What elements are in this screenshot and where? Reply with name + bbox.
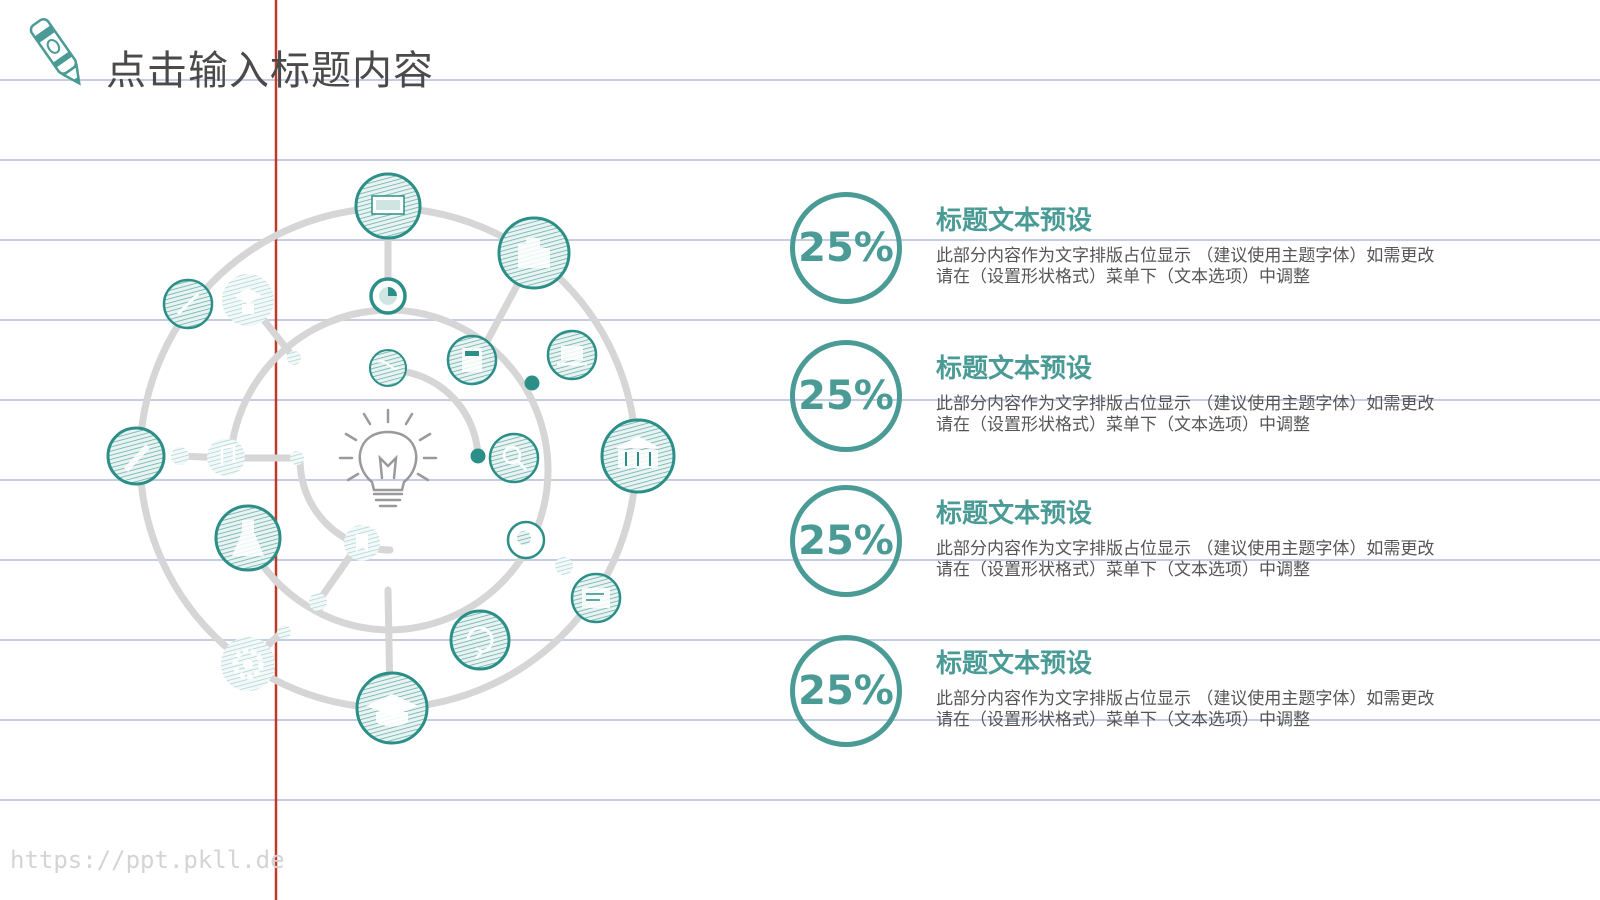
list-item: 25% 标题文本预设 此部分内容作为文字排版占位显示 （建议使用主题字体）如需更… [790,635,1570,755]
graduate-icon[interactable] [222,274,274,326]
bank-icon[interactable] [600,418,676,494]
laptop-icon[interactable] [546,329,598,381]
percent-circle: 25% [790,635,902,747]
bookmark-icon[interactable] [344,525,380,561]
calculator-icon[interactable] [446,334,498,386]
flask-icon[interactable] [214,504,282,572]
magnifier-icon[interactable] [488,432,540,484]
music-icon[interactable] [207,438,245,476]
node-dots [171,351,573,639]
item-body[interactable]: 此部分内容作为文字排版占位显示 （建议使用主题字体）如需更改请在（设置形状格式）… [936,539,1435,580]
pen-icon[interactable] [106,426,166,486]
item-heading[interactable]: 标题文本预设 [936,354,1093,384]
item-heading[interactable]: 标题文本预设 [936,206,1093,236]
item-body[interactable]: 此部分内容作为文字排版占位显示 （建议使用主题字体）如需更改请在（设置形状格式）… [936,394,1435,435]
certificate-icon[interactable] [570,572,622,624]
page-title[interactable]: 点击输入标题内容 [106,48,434,94]
percent-circle: 25% [790,340,902,452]
item-heading[interactable]: 标题文本预设 [936,649,1093,679]
percent-circle: 25% [790,485,902,597]
list-item: 25% 标题文本预设 此部分内容作为文字排版占位显示 （建议使用主题字体）如需更… [790,485,1570,605]
list-item: 25% 标题文本预设 此部分内容作为文字排版占位显示 （建议使用主题字体）如需更… [790,340,1570,460]
crayon-icon [29,18,81,86]
monitor-icon[interactable] [354,172,422,240]
globe-icon[interactable] [369,349,407,387]
graduation-cap-icon[interactable] [355,671,429,745]
gear-icon[interactable] [221,637,275,691]
search-small-icon[interactable] [506,520,546,560]
recycle-icon[interactable] [449,609,511,671]
watermark-url: https://ppt.pkll.de [10,846,285,874]
building-icon[interactable] [497,216,571,290]
lightbulb-icon [338,408,438,508]
palette-icon[interactable] [162,278,214,330]
item-heading[interactable]: 标题文本预设 [936,499,1093,529]
pie-chart-icon[interactable] [369,277,407,315]
item-body[interactable]: 此部分内容作为文字排版占位显示 （建议使用主题字体）如需更改请在（设置形状格式）… [936,689,1435,730]
list-item: 25% 标题文本预设 此部分内容作为文字排版占位显示 （建议使用主题字体）如需更… [790,192,1570,312]
percent-circle: 25% [790,192,902,304]
item-body[interactable]: 此部分内容作为文字排版占位显示 （建议使用主题字体）如需更改请在（设置形状格式）… [936,246,1435,287]
